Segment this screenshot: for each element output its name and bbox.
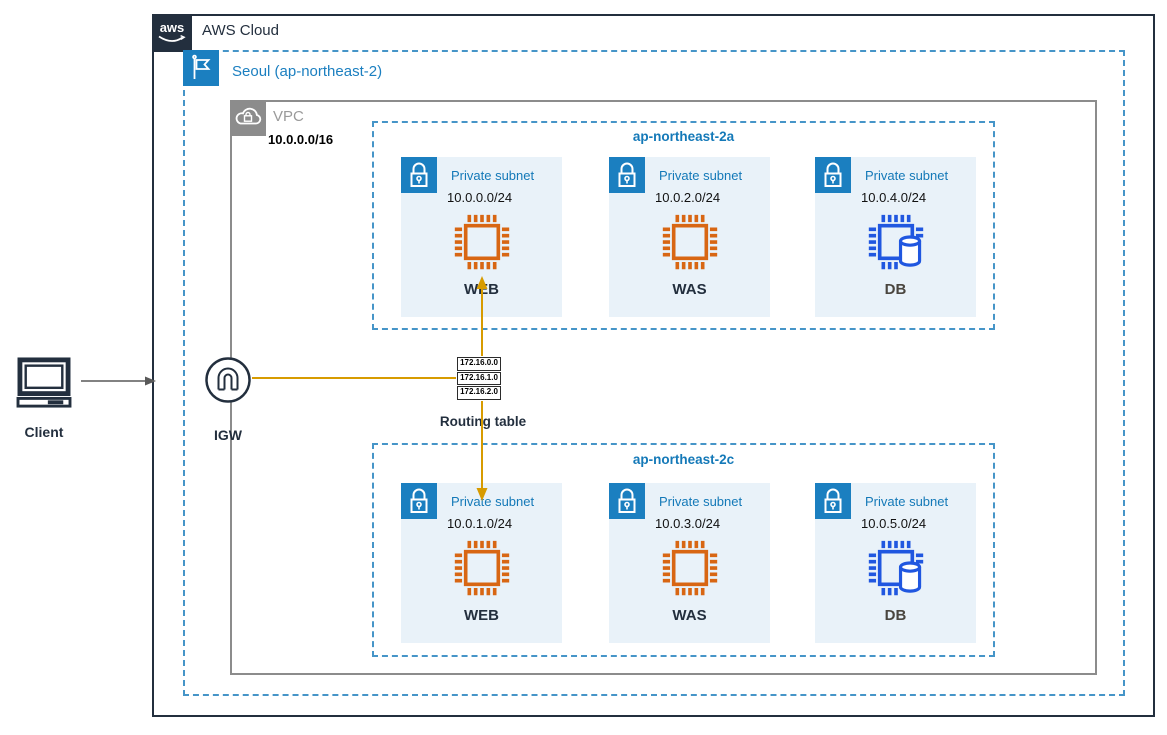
igw-label: IGW [214,427,242,443]
service-label: WAS [672,281,707,298]
route-entry: 172.16.1.0 [457,371,501,385]
vpc-cidr: 10.0.0.0/16 [268,132,334,147]
server-chip-icon [452,213,511,271]
subnet-card-2c-web: Private subnet 10.0.1.0/24 WEB [401,483,562,643]
route-entry: 172.16.0.0 [457,357,501,371]
subnet-type-label: Private subnet [659,494,743,509]
region-flag-icon [183,50,219,86]
server-chip-icon [452,539,511,597]
subnet-cidr: 10.0.1.0/24 [447,516,513,531]
az-label-2a: ap-northeast-2a [632,129,735,144]
routing-table: 172.16.0.0 172.16.1.0 172.16.2.0 [457,357,501,401]
az-box-2a [372,121,995,330]
internet-gateway-icon [204,356,252,404]
private-subnet-lock-icon [401,483,437,519]
private-subnet-lock-icon [815,157,851,193]
service-label: WEB [464,281,499,298]
routing-table-label: Routing table [439,414,527,429]
subnet-cidr: 10.0.3.0/24 [655,516,721,531]
az-box-2c [372,443,995,657]
client-label: Client [24,424,64,440]
service-label: WAS [672,607,707,624]
service-label: WEB [464,607,499,624]
server-chip-icon [660,213,719,271]
private-subnet-lock-icon [401,157,437,193]
route-entry: 172.16.2.0 [457,386,501,400]
subnet-card-2a-web: Private subnet 10.0.0.0/24 WEB [401,157,562,317]
svg-text:aws: aws [160,20,185,35]
private-subnet-lock-icon [815,483,851,519]
subnet-card-2c-was: Private subnet 10.0.3.0/24 WAS [609,483,770,643]
subnet-cidr: 10.0.2.0/24 [655,190,721,205]
service-label: DB [884,281,907,298]
az-label-2c: ap-northeast-2c [632,452,735,467]
subnet-type-label: Private subnet [451,494,535,509]
subnet-card-2a-db: Private subnet 10.0.4.0/24 DB [815,157,976,317]
subnet-type-label: Private subnet [451,168,535,183]
region-label: Seoul (ap-northeast-2) [232,63,383,80]
db-chip-icon [866,539,925,597]
server-chip-icon [660,539,719,597]
service-label: DB [884,607,907,624]
subnet-type-label: Private subnet [865,168,949,183]
subnet-card-2a-was: Private subnet 10.0.2.0/24 WAS [609,157,770,317]
client-computer-icon [13,357,75,409]
private-subnet-lock-icon [609,157,645,193]
subnet-type-label: Private subnet [865,494,949,509]
aws-cloud-label: AWS Cloud [202,22,279,39]
subnet-card-2c-db: Private subnet 10.0.5.0/24 DB [815,483,976,643]
vpc-label: VPC [273,108,304,125]
vpc-cloud-lock-icon [230,100,266,136]
region-box [183,50,1125,696]
aws-cloud-icon: aws [152,14,192,52]
private-subnet-lock-icon [609,483,645,519]
subnet-cidr: 10.0.0.0/24 [447,190,513,205]
db-chip-icon [866,213,925,271]
subnet-cidr: 10.0.5.0/24 [861,516,927,531]
subnet-type-label: Private subnet [659,168,743,183]
subnet-cidr: 10.0.4.0/24 [861,190,927,205]
